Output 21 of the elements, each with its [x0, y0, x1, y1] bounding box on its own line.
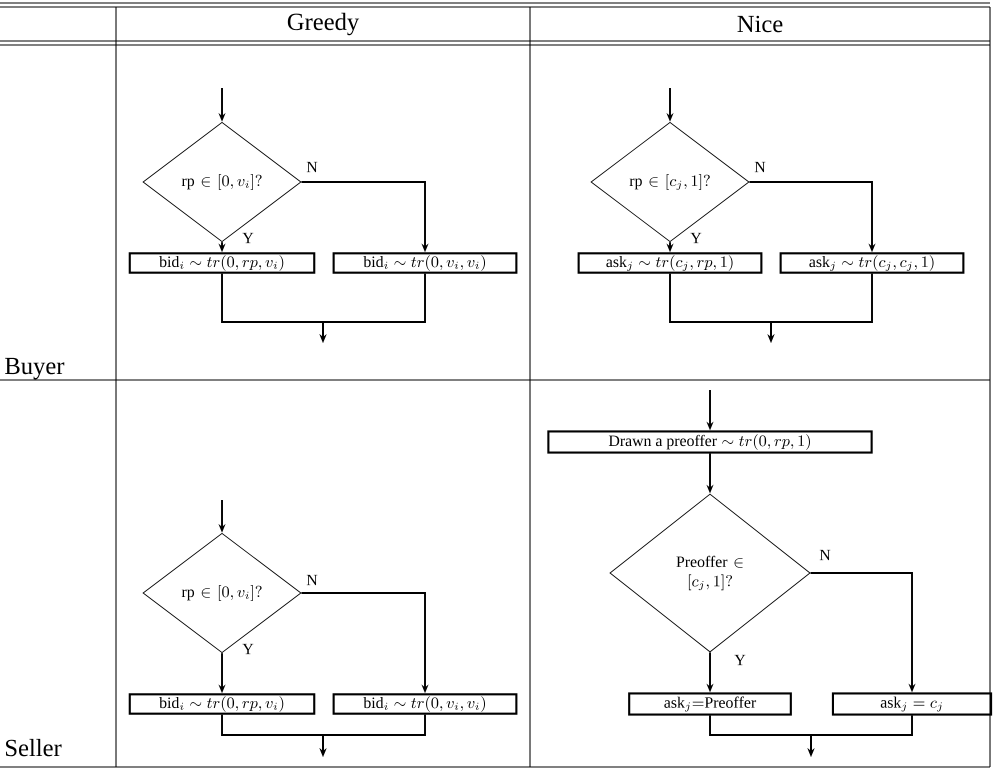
process-box: $\mathrm{ask}_j{=}\mathrm{Preoffer}$	[628, 692, 792, 716]
process-box: $\mathrm{bid}_i \sim tr(0, rp, v_i)$	[128, 693, 316, 715]
edge-label: N	[306, 162, 318, 172]
edge-label: Y	[242, 232, 254, 244]
edge-label: N	[820, 550, 830, 560]
process-box: $\mathrm{ask}_j \sim tr(c_j, rp, 1)$	[578, 252, 762, 274]
process-box: $\mathrm{bid}_i \sim tr(0, v_i, v_i)$	[332, 252, 518, 274]
process-box: $\mathrm{ask}_j \sim tr(c_j, c_j, 1)$	[780, 252, 964, 274]
process-box: $\mathrm{ask}_j = c_j$	[832, 692, 992, 716]
process-box: $\mathrm{bid}_i \sim tr(0, rp, v_i)$	[128, 252, 316, 274]
column-header: Greedy	[288, 12, 360, 36]
row-header: Seller	[6, 738, 62, 756]
edge-label: N	[306, 574, 318, 586]
column-header: Nice	[738, 16, 782, 32]
edge-label: Y	[734, 654, 746, 666]
edge-label: Y	[242, 644, 254, 654]
edge-label: Y	[690, 232, 702, 244]
process-box: $\mbox{Drawn a preoffer} \sim tr(0, rp, 1)$	[547, 430, 873, 454]
row-header: Buyer	[5, 358, 64, 380]
process-box: $\mathrm{bid}_i \sim tr(0, v_i, v_i)$	[332, 693, 518, 715]
edge-label: N	[754, 162, 766, 172]
